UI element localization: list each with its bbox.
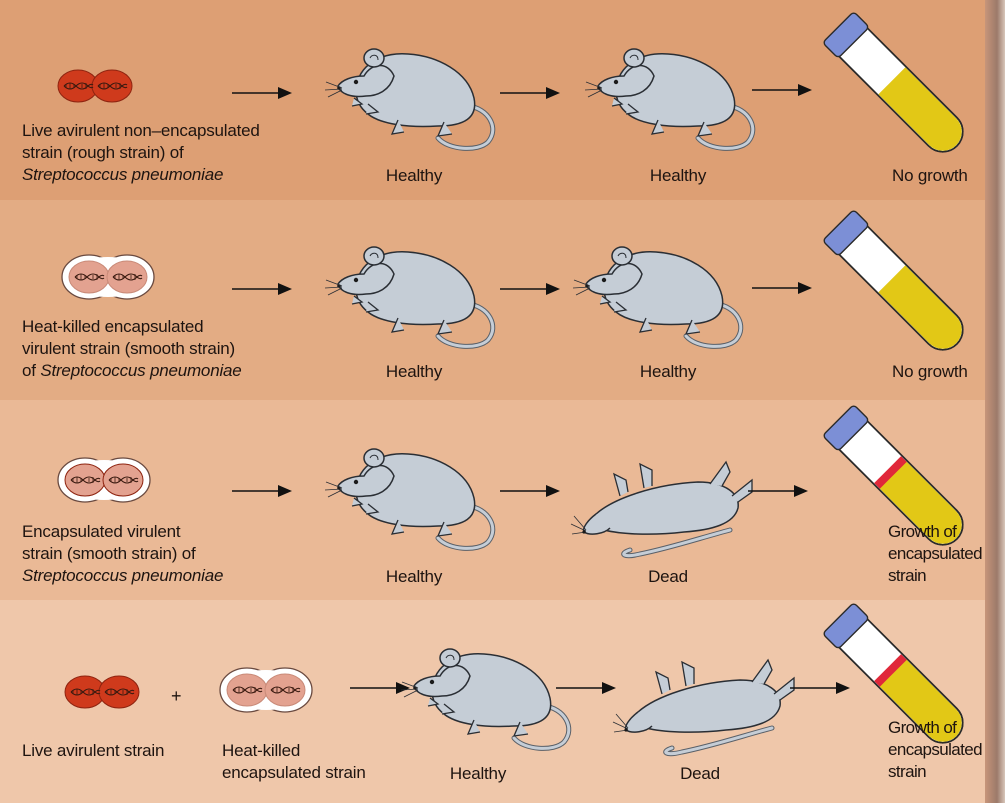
row-1-source-line-1: Live avirulent non–encapsulated — [22, 121, 260, 140]
row-4-mouse-2-status: Dead — [680, 764, 720, 783]
row-3-result-line-2: encapsulated — [888, 544, 983, 563]
row-3-result: Growth of encapsulated strain — [888, 521, 983, 587]
row-4-result-line-3: strain — [888, 762, 927, 781]
arrow-icon — [751, 83, 813, 97]
arrow-icon — [349, 681, 411, 695]
row-2-result-line-1: No growth — [892, 362, 968, 381]
test-tube-icon — [823, 210, 964, 351]
row-1-species-name: Streptococcus pneumoniae — [22, 165, 224, 184]
arrow-icon — [499, 86, 561, 100]
live-rough-cell — [58, 70, 132, 102]
arrow-icon — [499, 484, 561, 498]
test-tubes — [823, 12, 964, 744]
healthy-mouse-icon — [325, 247, 493, 346]
arrow-icon — [789, 681, 851, 695]
row-4-result-line-1: Growth of — [888, 718, 957, 737]
healthy-mouse-icon — [325, 449, 493, 548]
row-2-mouse-1-status: Healthy — [385, 362, 443, 381]
arrow-icon — [555, 681, 617, 695]
row-3-result-line-3: strain — [888, 566, 927, 585]
row-1-source-line-2: strain (rough strain) of — [22, 143, 184, 162]
healthy-mouse-icon — [325, 49, 493, 148]
row-2-source-label: Heat-killed encapsulated virulent strain… — [22, 316, 242, 382]
row-3-source-label: Encapsulated virulent strain (smooth str… — [22, 521, 223, 587]
row-4-result-line-2: encapsulated — [888, 740, 983, 759]
row-4-source-b-line-1: Heat-killed — [222, 741, 301, 760]
row-3-mouse-1-status: Healthy — [385, 567, 443, 586]
test-tube-icon — [823, 603, 964, 744]
row-1-result-line-1: No growth — [892, 166, 968, 185]
row-2-result: No growth — [892, 361, 968, 383]
row-4-mouse-1-status: Healthy — [449, 764, 507, 783]
row-3-mouse-2-status: Dead — [648, 567, 688, 586]
row-1-mouse-2-status: Healthy — [649, 166, 707, 185]
row-2-mouse-2-status: Healthy — [639, 362, 697, 381]
live-rough-cell — [65, 676, 139, 708]
row-1-result: No growth — [892, 165, 968, 187]
page-edge — [985, 0, 1005, 803]
test-tube-icon — [823, 12, 964, 153]
row-4-result: Growth of encapsulated strain — [888, 717, 983, 783]
row-2-source-line-1: Heat-killed encapsulated — [22, 317, 204, 336]
arrow-icon — [231, 484, 293, 498]
row-4-source-b-label: Heat-killed encapsulated strain — [222, 740, 366, 784]
row-2-source-of: of — [22, 361, 41, 380]
row-2-species-name: Streptococcus pneumoniae — [40, 361, 242, 380]
dead-mouse-icon — [613, 660, 794, 754]
row-3-source-line-2: strain (smooth strain) of — [22, 544, 196, 563]
heat-killed-encapsulated-cell — [219, 667, 313, 713]
dead-mouse-icon — [571, 462, 752, 556]
healthy-mouse-icon — [401, 649, 569, 748]
row-1-mouse-1-status: Healthy — [385, 166, 443, 185]
healthy-mouse-icon — [585, 49, 753, 148]
arrow-icon — [231, 282, 293, 296]
heat-killed-encapsulated-cell — [61, 254, 155, 300]
healthy-mouse-icon — [573, 247, 741, 346]
row-3-species-name: Streptococcus pneumoniae — [22, 566, 224, 585]
row-4-source-a-label: Live avirulent strain — [22, 741, 165, 760]
row-4-source-b-line-2: encapsulated strain — [222, 763, 366, 782]
arrow-icon — [499, 282, 561, 296]
live-encapsulated-cell — [57, 457, 151, 503]
row-3-result-line-1: Growth of — [888, 522, 957, 541]
row-1-source-label: Live avirulent non–encapsulated strain (… — [22, 120, 260, 186]
row-3-source-line-1: Encapsulated virulent — [22, 522, 181, 541]
test-tube-icon — [823, 405, 964, 546]
arrow-icon — [231, 86, 293, 100]
arrow-icon — [751, 281, 813, 295]
row-2-source-line-2: virulent strain (smooth strain) — [22, 339, 235, 358]
plus-sign: + — [171, 686, 182, 706]
arrow-icon — [747, 484, 809, 498]
